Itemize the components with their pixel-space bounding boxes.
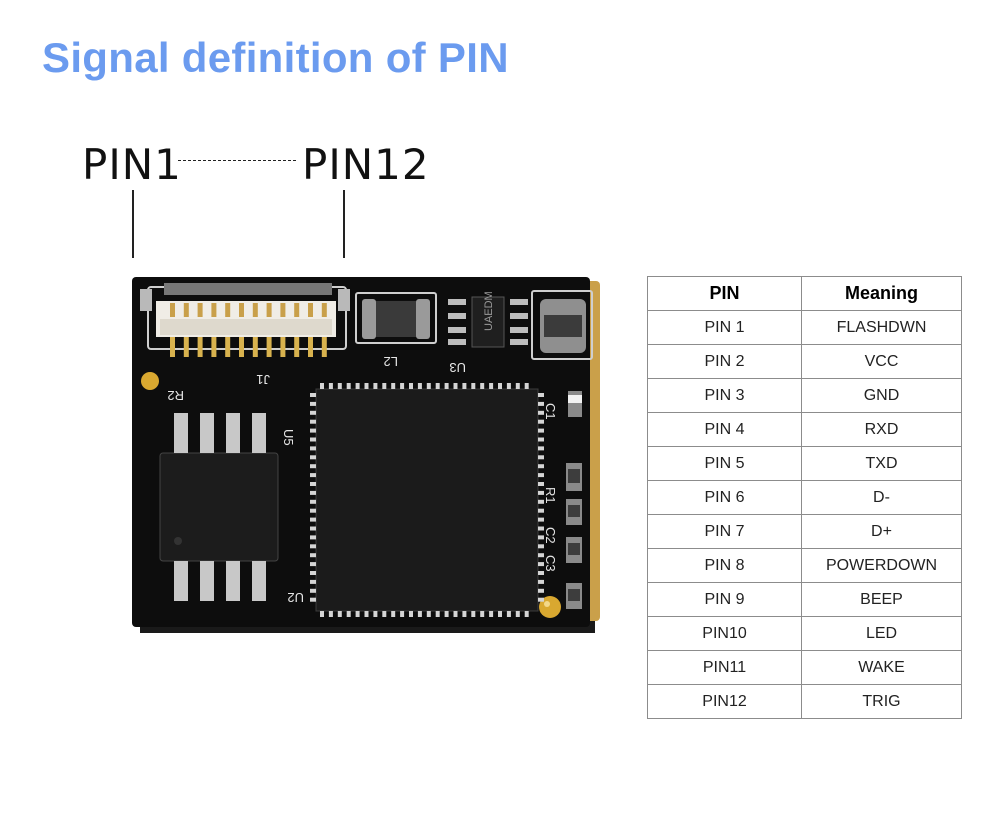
page-title: Signal definition of PIN bbox=[42, 34, 509, 81]
silk-u3: U3 bbox=[449, 360, 466, 375]
pin1-pointer-line bbox=[132, 190, 134, 258]
pin-meaning-cell: RXD bbox=[801, 412, 962, 447]
pin-number-cell: PIN12 bbox=[647, 684, 802, 719]
pin12-pointer-line bbox=[343, 190, 345, 258]
pin-number-cell: PIN 4 bbox=[647, 412, 802, 447]
pin-meaning-cell: FLASHDWN bbox=[801, 310, 962, 345]
mounting-pad-left bbox=[141, 372, 159, 390]
pin-meaning-cell: VCC bbox=[801, 344, 962, 379]
pin-number-cell: PIN 6 bbox=[647, 480, 802, 515]
pin-number-cell: PIN 7 bbox=[647, 514, 802, 549]
silk-l2: L2 bbox=[384, 354, 398, 369]
pin12-label: PIN12 bbox=[302, 140, 430, 189]
pin-meaning-cell: TXD bbox=[801, 446, 962, 481]
pin-number-cell: PIN 3 bbox=[647, 378, 802, 413]
pin-number-cell: PIN 2 bbox=[647, 344, 802, 379]
pin-meaning-cell: D- bbox=[801, 480, 962, 515]
silk-r2: R2 bbox=[167, 388, 184, 403]
pin-number-cell: PIN 8 bbox=[647, 548, 802, 583]
pin-meaning-cell: WAKE bbox=[801, 650, 962, 685]
mounting-pad-right bbox=[539, 596, 561, 618]
silk-c1: C1 bbox=[543, 403, 558, 420]
pin-range-dashed-line bbox=[178, 160, 296, 161]
pin-number-cell: PIN10 bbox=[647, 616, 802, 651]
pin-meaning-cell: GND bbox=[801, 378, 962, 413]
main-qfn-chip bbox=[310, 383, 544, 617]
pin1-label: PIN1 bbox=[82, 140, 182, 189]
silk-c2: C2 bbox=[543, 527, 558, 544]
pin-number-cell: PIN 9 bbox=[647, 582, 802, 617]
header-pin: PIN bbox=[647, 276, 802, 311]
pcb-module-photo: J1 R2 U5 L2 U3 U2 C1 R1 C2 C3 UAEDM bbox=[132, 277, 600, 633]
j1-fpc-connector bbox=[140, 283, 350, 357]
table-header-row: PIN Meaning bbox=[647, 276, 962, 311]
silk-r1: R1 bbox=[543, 487, 558, 504]
u5-soic8-chip bbox=[159, 413, 279, 601]
pin-meaning-cell: BEEP bbox=[801, 582, 962, 617]
smd-components-right bbox=[566, 391, 582, 609]
silk-u5: U5 bbox=[281, 429, 296, 446]
pin-meaning-cell: LED bbox=[801, 616, 962, 651]
pin-meaning-cell: TRIG bbox=[801, 684, 962, 719]
pin-number-cell: PIN 5 bbox=[647, 446, 802, 481]
silk-j1: J1 bbox=[256, 372, 270, 387]
l2-inductor bbox=[355, 292, 437, 344]
header-meaning: Meaning bbox=[801, 276, 962, 311]
right-inductor bbox=[531, 290, 593, 360]
silk-c3: C3 bbox=[543, 555, 558, 572]
silk-u2: U2 bbox=[287, 590, 304, 605]
pin-meaning-cell: POWERDOWN bbox=[801, 548, 962, 583]
silk-chip-marking: UAEDM bbox=[483, 291, 495, 331]
pin-number-cell: PIN 1 bbox=[647, 310, 802, 345]
pin-meaning-cell: D+ bbox=[801, 514, 962, 549]
u3-chip bbox=[448, 296, 528, 348]
pin-number-cell: PIN11 bbox=[647, 650, 802, 685]
